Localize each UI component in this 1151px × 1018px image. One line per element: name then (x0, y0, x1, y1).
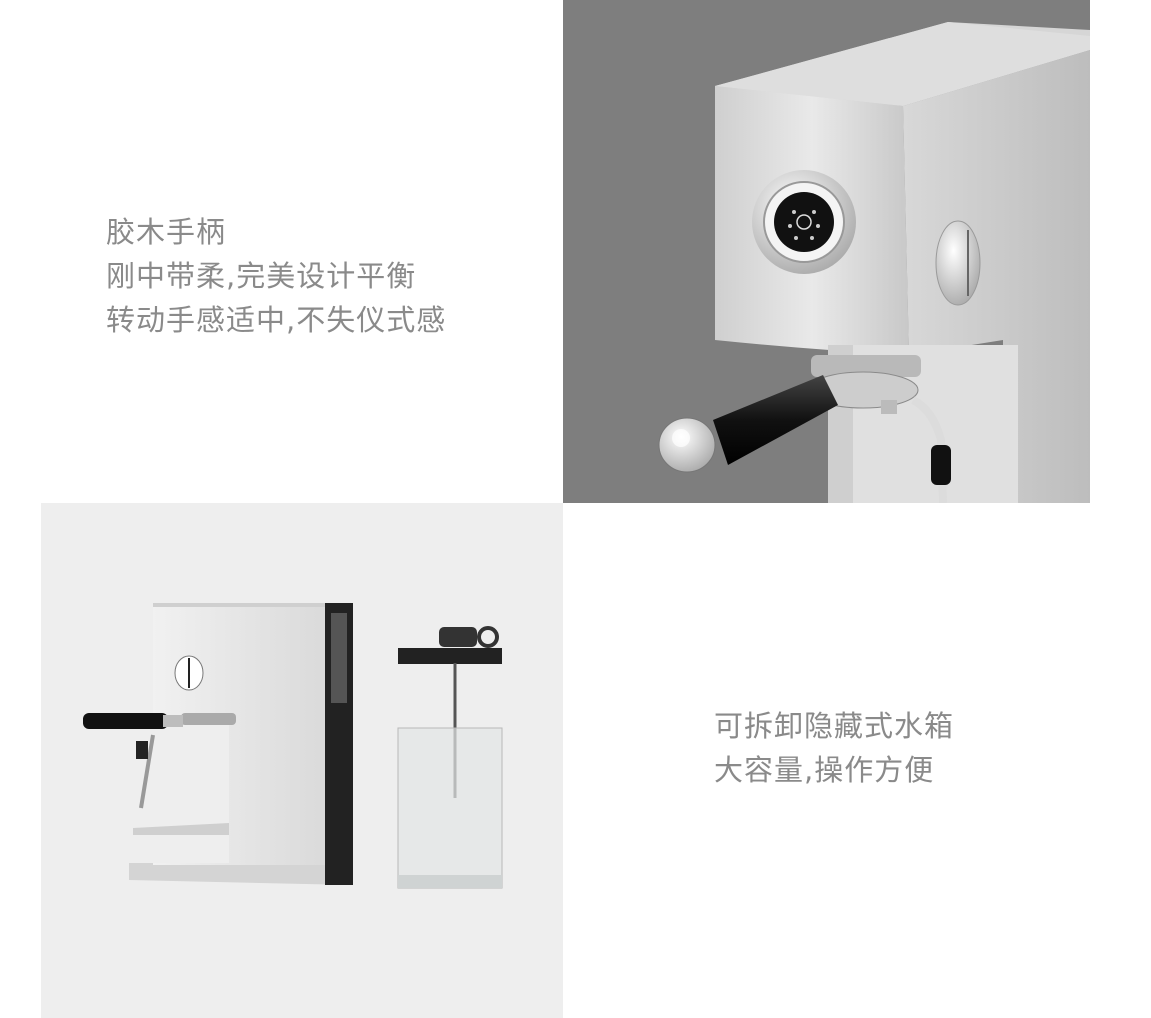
handle-feature-title: 胶木手柄 (106, 215, 227, 249)
bakelite-handle-icon (658, 375, 838, 473)
handle-feature-line-1: 刚中带柔,完美设计平衡 (106, 259, 417, 293)
control-panel-dial-icon (752, 170, 856, 274)
side-steam-knob-icon (935, 220, 981, 306)
tank-feature-caption: 可拆卸隐藏式水箱 大容量,操作方便 (714, 704, 954, 792)
tank-feature-line-1: 大容量,操作方便 (714, 753, 935, 787)
handle-feature-line-2: 转动手感适中,不失仪式感 (106, 303, 447, 337)
machine-closeup-image (563, 0, 1090, 503)
handle-feature-caption: 胶木手柄 刚中带柔,完美设计平衡 转动手感适中,不失仪式感 (106, 210, 446, 342)
tank-feature-title: 可拆卸隐藏式水箱 (714, 709, 955, 743)
machine-and-tank-image (41, 503, 563, 1018)
